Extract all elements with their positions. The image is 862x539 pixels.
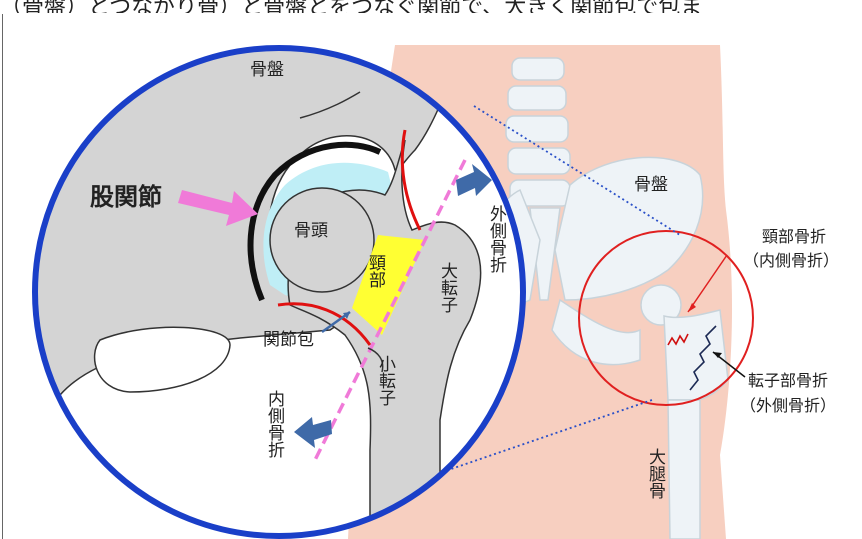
spine <box>505 57 571 301</box>
capsule-upper <box>400 129 422 231</box>
lateral-direction-arrow <box>456 164 492 196</box>
label-pelvis: 骨盤 <box>250 60 284 80</box>
label-medial-fracture: 内側骨折 <box>264 390 285 459</box>
label-neck: 頸部 <box>365 254 386 288</box>
label-lateral-fracture: 外側骨折 <box>486 205 507 274</box>
connector-top <box>473 105 681 236</box>
neck-fracture-line <box>667 333 689 346</box>
frame-border <box>2 14 3 539</box>
zoom-view <box>35 48 523 536</box>
label-joint-capsule: 関節包 <box>263 330 314 350</box>
label-neck-fracture: 頸部骨折 <box>762 227 826 246</box>
femur-bones <box>640 284 729 539</box>
label-hip-joint: 股関節 <box>90 183 162 211</box>
obturator-foramen <box>93 326 231 393</box>
label-body-pelvis: 骨盤 <box>634 175 668 195</box>
trochanter-fracture-line <box>689 325 717 391</box>
magnifier-lens-circle <box>578 230 754 406</box>
label-trochanter-fracture-sub: （外側骨折） <box>740 396 836 415</box>
femoral-neck <box>352 235 425 335</box>
label-greater-trochanter: 大転子 <box>437 262 458 313</box>
hip-joint-arrow <box>178 190 258 226</box>
label-femoral-head: 骨頭 <box>294 221 328 241</box>
label-lesser-trochanter: 小転子 <box>375 355 396 406</box>
capsule-lower <box>277 302 372 346</box>
acetabular-rim <box>247 141 382 302</box>
neck-fracture-pointer <box>687 254 728 313</box>
caption-text: （骨盤）とつながり骨）と骨盤とをつなぐ関節で、大きく関節包で包ま <box>0 0 703 13</box>
label-femur: 大腿骨 <box>645 448 666 499</box>
femoral-head <box>269 187 375 293</box>
label-trochanter-fracture: 転子部骨折 <box>748 371 828 390</box>
label-neck-fracture-sub: （内側骨折） <box>743 251 839 270</box>
fracture-dashed-line <box>313 159 467 461</box>
zoom-view-circle <box>32 45 526 539</box>
medial-direction-arrow <box>294 417 332 448</box>
